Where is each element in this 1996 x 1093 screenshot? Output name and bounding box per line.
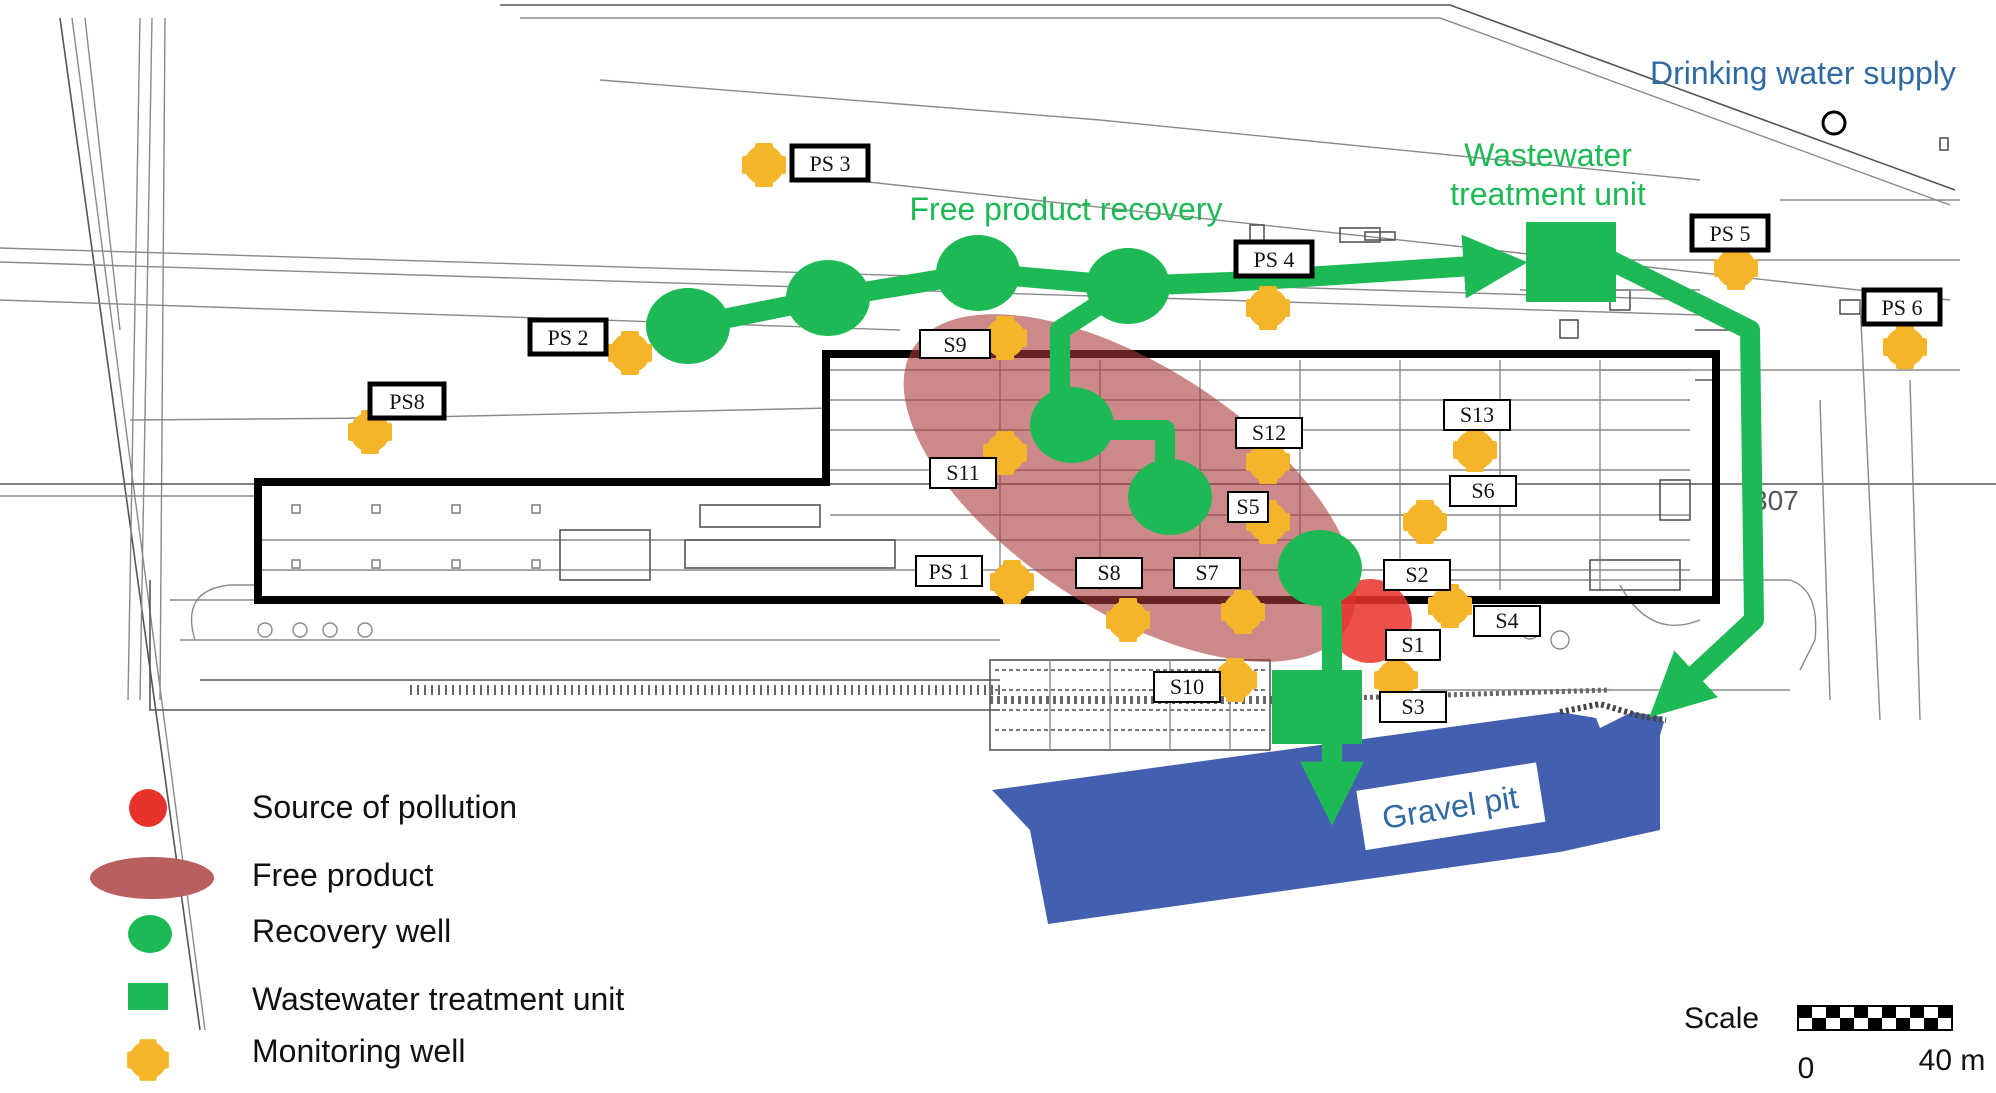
label-s13: S13 [1460, 402, 1494, 427]
monitoring-well [1714, 246, 1758, 290]
legend-recovery-well-symbol [128, 915, 172, 953]
recovery-well [786, 260, 870, 336]
legend: Source of pollution Free product Recover… [90, 789, 624, 1081]
legend-free-product-symbol [90, 857, 214, 899]
legend-wwtu-symbol [128, 983, 168, 1010]
recovery-well [646, 288, 730, 364]
monitoring-well [1246, 286, 1290, 330]
monitoring-well [742, 143, 786, 187]
wastewater-treatment-unit-south [1272, 670, 1362, 744]
monitoring-well [1883, 325, 1927, 369]
label-s8: S8 [1097, 560, 1120, 585]
label-ps5: PS 5 [1710, 221, 1751, 246]
well-labels: PS 3 PS 2 PS 4 PS 5 PS 6 PS8 PS 1 S9 S11… [367, 143, 1943, 723]
scale-bar: Scale 0 40 m [1684, 1002, 1985, 1085]
label-s6: S6 [1471, 478, 1494, 503]
drinking-water-label: Drinking water supply [1650, 55, 1956, 91]
monitoring-well [1403, 500, 1447, 544]
label-s2: S2 [1405, 562, 1428, 587]
scale-min: 0 [1798, 1052, 1815, 1085]
legend-monitoring-well-symbol [127, 1039, 169, 1081]
recovery-well [1128, 459, 1212, 535]
recovery-well [1086, 248, 1170, 324]
label-s3: S3 [1401, 694, 1424, 719]
recovery-wells [646, 235, 1362, 606]
label-ps4: PS 4 [1254, 247, 1295, 272]
label-s9: S9 [943, 332, 966, 357]
label-ps3: PS 3 [810, 151, 851, 176]
label-ps8: PS8 [389, 389, 424, 414]
legend-monitoring-well-label: Monitoring well [252, 1033, 465, 1069]
wwtu-label-line1: Wastewater [1464, 137, 1632, 173]
label-ps2: PS 2 [548, 325, 589, 350]
recovery-well [936, 235, 1020, 311]
monitoring-well [1453, 428, 1497, 472]
label-ps6: PS 6 [1882, 295, 1923, 320]
legend-recovery-well-label: Recovery well [252, 913, 451, 949]
label-s4: S4 [1495, 608, 1518, 633]
label-s5: S5 [1236, 494, 1259, 519]
label-ps1: PS 1 [929, 559, 970, 584]
wastewater-treatment-unit-north [1526, 222, 1616, 302]
label-s7: S7 [1195, 560, 1218, 585]
label-s12: S12 [1252, 420, 1286, 445]
scale-max: 40 m [1919, 1044, 1986, 1077]
drinking-water-well [1821, 110, 1847, 136]
recovery-well [1030, 387, 1114, 463]
legend-wwtu-label: Wastewater treatment unit [252, 981, 624, 1017]
free-product-recovery-label: Free product recovery [909, 191, 1222, 227]
legend-free-product-label: Free product [252, 857, 434, 893]
legend-source-label: Source of pollution [252, 789, 517, 825]
recovery-well [1278, 530, 1362, 606]
legend-source-symbol [129, 789, 167, 827]
label-s1: S1 [1401, 632, 1424, 657]
scale-title: Scale [1684, 1002, 1759, 1035]
label-s10: S10 [1170, 674, 1204, 699]
wwtu-label-line2: treatment unit [1450, 176, 1646, 212]
label-s11: S11 [946, 460, 979, 485]
monitoring-well [608, 331, 652, 375]
